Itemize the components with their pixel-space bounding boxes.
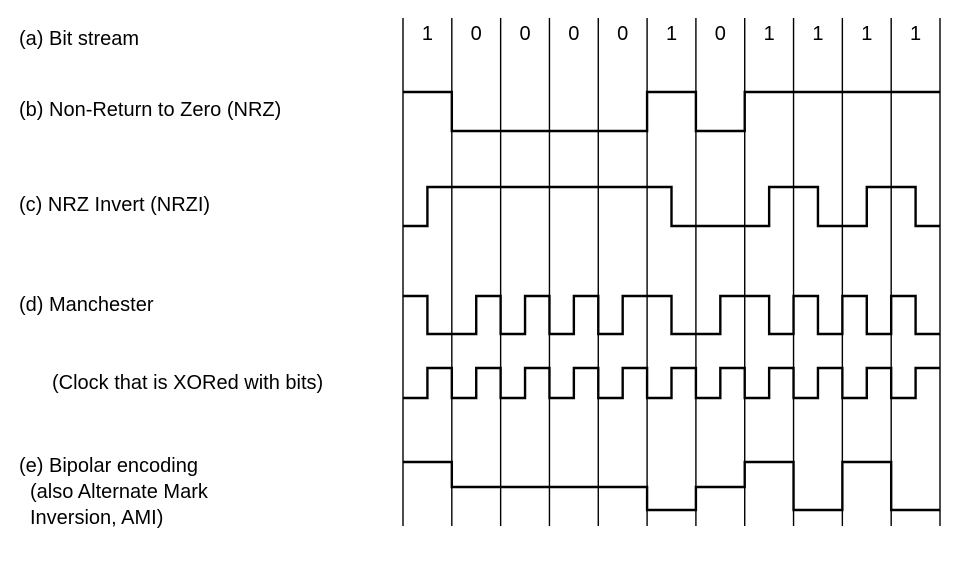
label-clock: (Clock that is XORed with bits) xyxy=(52,372,324,394)
nrz-signal xyxy=(403,90,940,133)
bipolar-ami-signal xyxy=(403,460,940,512)
bit-value-6: 0 xyxy=(715,23,726,45)
label-bipolar-line2: (also Alternate Mark xyxy=(30,481,208,503)
bit-value-9: 1 xyxy=(861,23,872,45)
bit-value-7: 1 xyxy=(764,23,775,45)
clock-signal xyxy=(403,366,940,400)
manchester-signal xyxy=(403,294,940,336)
bit-value-8: 1 xyxy=(812,23,823,45)
nrzi-signal xyxy=(403,185,940,228)
bit-value-1: 0 xyxy=(471,23,482,45)
bit-value-5: 1 xyxy=(666,23,677,45)
label-bit-stream: (a) Bit stream xyxy=(19,28,140,50)
bit-value-2: 0 xyxy=(519,23,530,45)
bit-value-0: 1 xyxy=(422,23,433,45)
bit-value-10: 1 xyxy=(910,23,921,45)
label-manchester: (d) Manchester xyxy=(19,294,154,316)
label-bipolar-line1: (e) Bipolar encoding xyxy=(19,455,198,477)
bit-value-3: 0 xyxy=(568,23,579,45)
label-bipolar-line3: Inversion, AMI) xyxy=(30,507,164,529)
label-nrzi: (c) NRZ Invert (NRZI) xyxy=(19,194,211,216)
bit-value-4: 0 xyxy=(617,23,628,45)
label-nrz: (b) Non-Return to Zero (NRZ) xyxy=(19,99,282,121)
